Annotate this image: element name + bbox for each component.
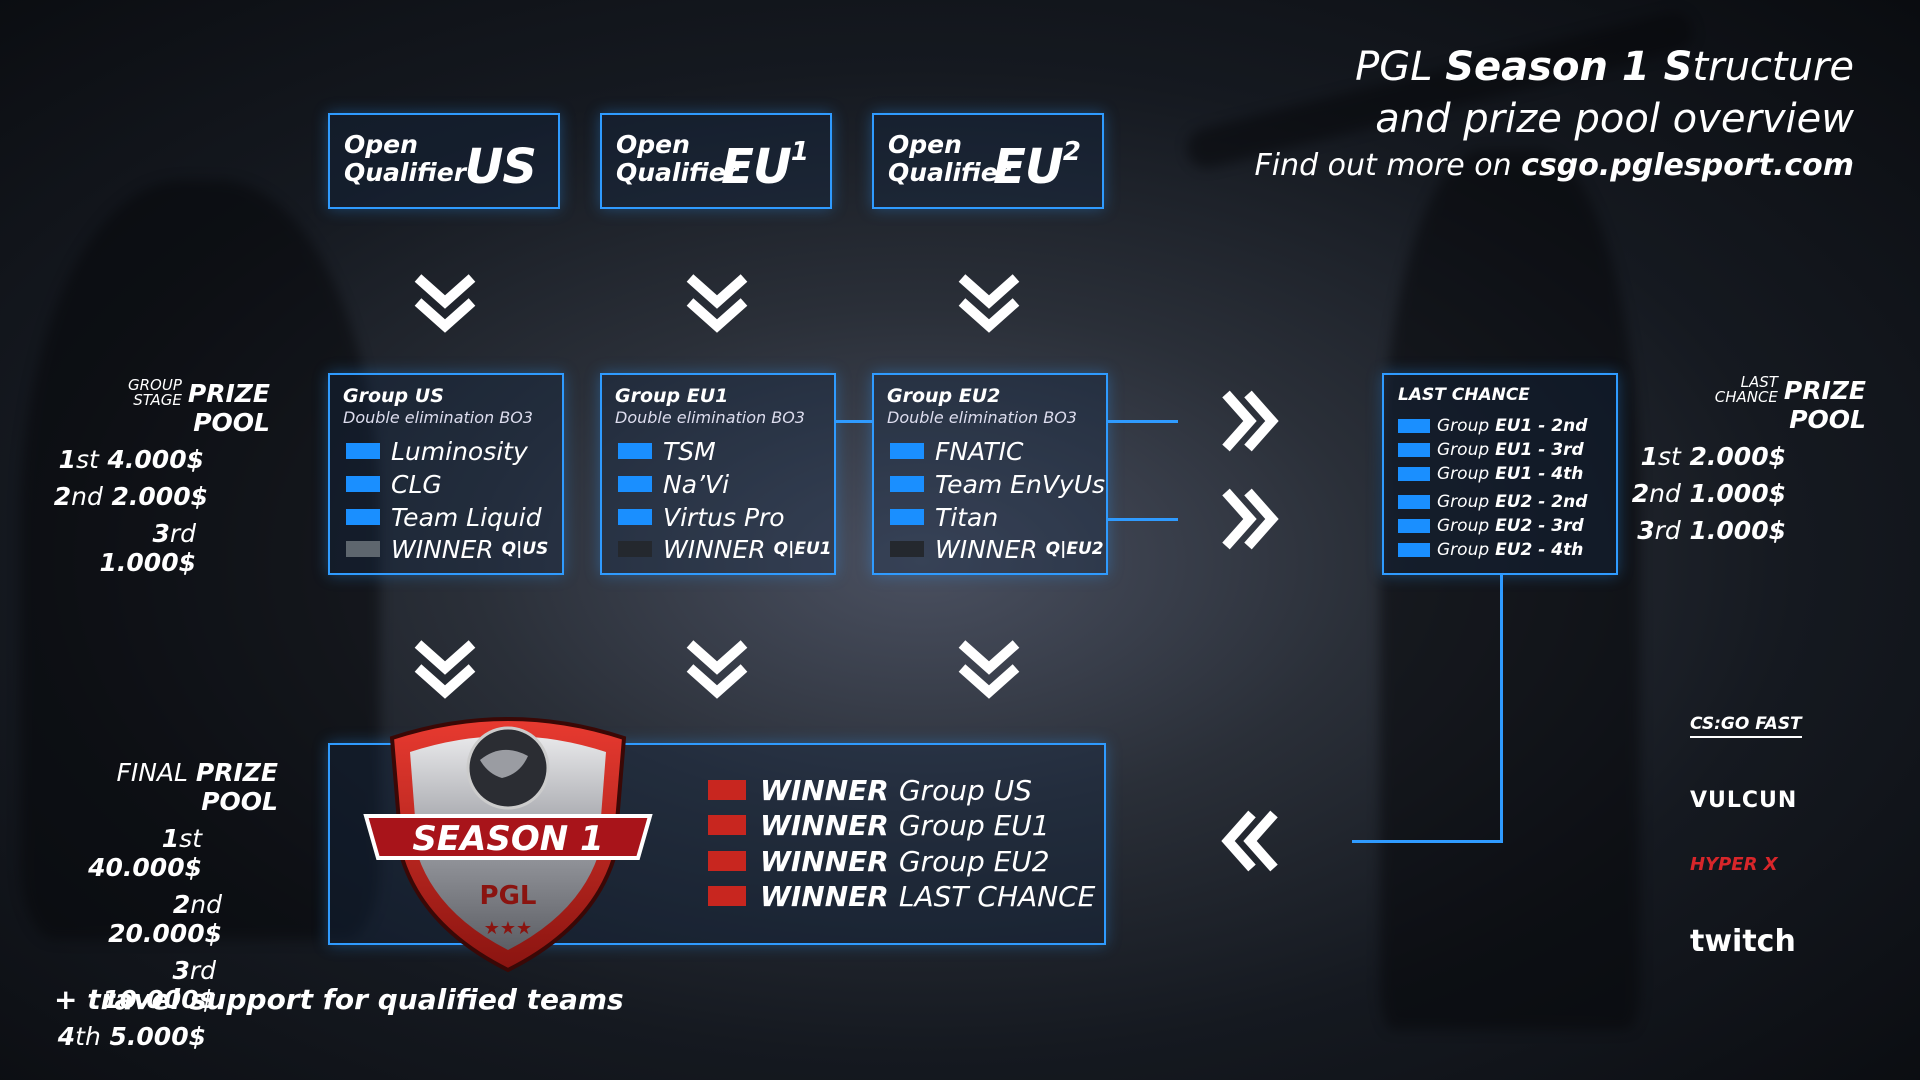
main-title: PGL Season 1 Structure and prize pool ov…: [1254, 44, 1855, 183]
list-item: CLG: [346, 469, 442, 499]
sponsor-csgofast-logo: CS:GO FAST: [1690, 714, 1802, 738]
sponsor-vulcun-logo: VULCUN: [1690, 788, 1798, 813]
website-link[interactable]: csgo.pglesport.com: [1521, 148, 1854, 183]
group-eu1-box: Group EU1 Double elimination BO3 TSM Na’…: [600, 373, 836, 575]
chevron-left-icon: [1221, 810, 1278, 872]
list-item: Team Liquid: [346, 502, 542, 532]
chevron-down-icon: [686, 640, 748, 699]
chevron-right-icon: [1222, 390, 1279, 452]
chevron-down-icon: [414, 274, 476, 333]
soldier-silhouette-left: [20, 180, 380, 940]
chevron-down-icon: [686, 274, 748, 333]
season-1-shield-logo: SEASON 1 PGL ★★★: [363, 717, 653, 973]
connector-line: [1108, 420, 1178, 423]
list-item: Na’Vi: [618, 469, 729, 499]
list-item: Luminosity: [346, 436, 528, 466]
travel-support-note: + travel support for qualified teams: [54, 983, 624, 1016]
list-item: Virtus Pro: [618, 502, 785, 532]
svg-text:★★★: ★★★: [484, 918, 532, 939]
list-item: FNATIC: [890, 436, 1023, 466]
group-eu2-box: Group EU2 Double elimination BO3 FNATIC …: [872, 373, 1108, 575]
chevron-down-icon: [958, 274, 1020, 333]
connector-line: [834, 420, 872, 423]
soldier-silhouette-right: [1380, 150, 1640, 1030]
connector-line: [1108, 518, 1178, 521]
chevron-down-icon: [414, 640, 476, 699]
chevron-down-icon: [958, 640, 1020, 699]
connector-line: [1352, 840, 1503, 843]
list-item: Team EnVyUs: [890, 469, 1105, 499]
group-us-box: Group US Double elimination BO3 Luminosi…: [328, 373, 564, 575]
sponsor-twitch-logo: twitch: [1690, 924, 1796, 959]
sponsor-hyperx-logo: HYPER X: [1690, 854, 1778, 875]
chevron-right-icon: [1222, 488, 1279, 550]
connector-line: [1500, 575, 1503, 843]
list-item: TSM: [618, 436, 716, 466]
list-item: Titan: [890, 502, 998, 532]
badge-text: SEASON 1: [412, 819, 603, 859]
final-prize-pool: FINAL PRIZE POOL 1st 40.000$ 2nd 20.000$…: [57, 758, 278, 1051]
badge-sub: PGL: [480, 881, 537, 911]
